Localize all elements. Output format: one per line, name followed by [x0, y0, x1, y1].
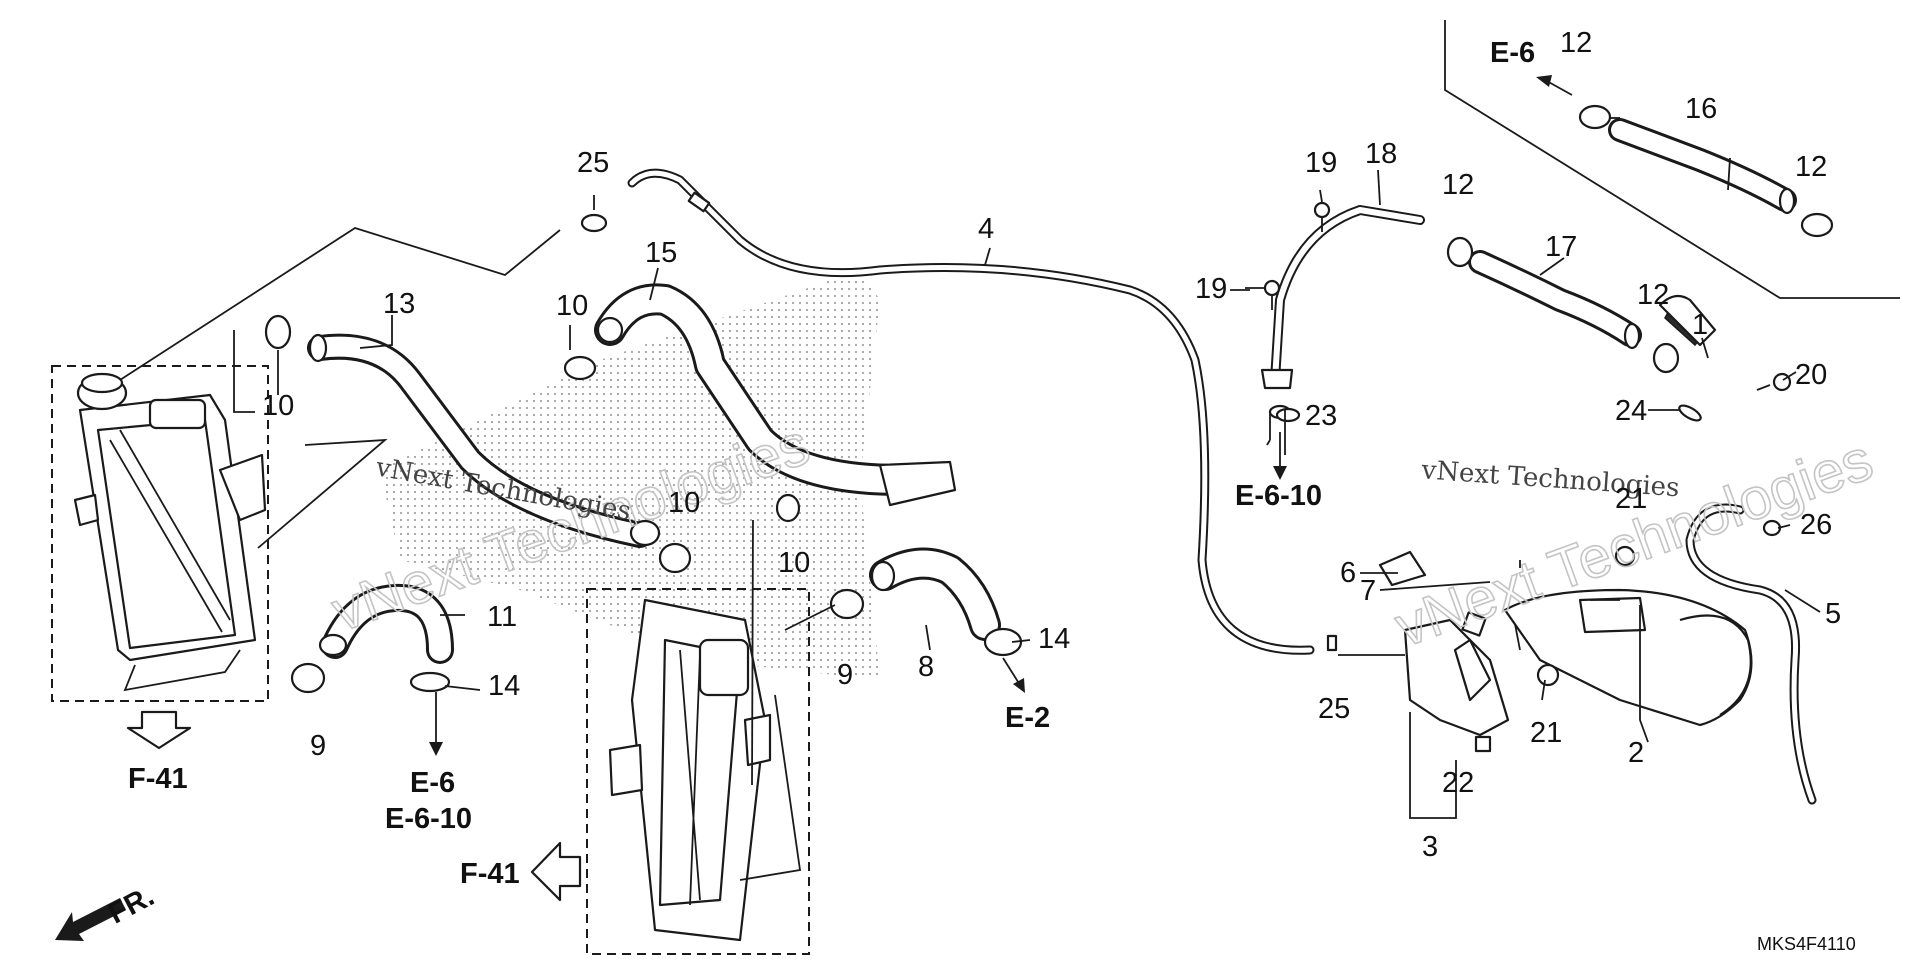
callout-19-a: 19 — [1305, 147, 1337, 179]
callout-11: 11 — [487, 601, 517, 633]
hose-8 — [869, 547, 1001, 641]
reference-codes: E-6 E-6-10 E-2 E-6 E-6-10 F-41 F-41 — [128, 37, 1535, 890]
callout-9-left: 9 — [310, 730, 326, 762]
callout-25-top: 25 — [577, 147, 609, 179]
callout-15: 15 — [645, 237, 677, 269]
hose-17 — [1468, 250, 1642, 350]
callout-18: 18 — [1365, 138, 1397, 170]
ref-f41-center: F-41 — [460, 858, 520, 890]
bolts — [1263, 201, 1792, 687]
leader-lines — [119, 20, 1900, 819]
stipple-area — [380, 270, 880, 680]
ref-e2: E-2 — [1005, 702, 1050, 734]
callout-3: 3 — [1422, 831, 1438, 863]
callout-17: 17 — [1545, 231, 1577, 263]
callout-23: 23 — [1305, 400, 1337, 432]
hose-5 — [1685, 503, 1817, 805]
hose-13 — [307, 333, 653, 548]
hose-15 — [594, 283, 957, 507]
callout-24: 24 — [1615, 395, 1647, 427]
callout-10-d: 10 — [778, 547, 810, 579]
callout-10-b: 10 — [556, 290, 588, 322]
callout-1: 1 — [1692, 309, 1708, 341]
callout-10-a: 10 — [262, 390, 294, 422]
callout-4: 4 — [978, 213, 994, 245]
callout-13: 13 — [383, 288, 415, 320]
callout-26: 26 — [1800, 509, 1832, 541]
ref-e6-bottom: E-6 — [410, 767, 455, 799]
callout-25-bottom: 25 — [1318, 693, 1350, 725]
callout-19-b: 19 — [1195, 273, 1227, 305]
callout-12-d: 12 — [1637, 279, 1669, 311]
callout-5: 5 — [1825, 598, 1841, 630]
callout-10-c: 10 — [668, 487, 700, 519]
fr-label: FR. — [103, 880, 159, 930]
hose-4-overflow — [627, 168, 1315, 655]
fr-arrow-icon — [55, 898, 126, 941]
callout-numbers: 1 2 3 4 5 6 7 8 9 9 10 10 10 10 11 12 12… — [262, 27, 1841, 863]
callout-12-b: 12 — [1795, 151, 1827, 183]
callout-22: 22 — [1442, 767, 1474, 799]
callout-14-left: 14 — [488, 670, 520, 702]
drawing-code: MKS4F4110 — [1757, 934, 1856, 954]
callout-8: 8 — [918, 651, 934, 683]
callout-2: 2 — [1628, 737, 1644, 769]
hose-16 — [1608, 118, 1797, 215]
ref-e6-10-bottom: E-6-10 — [385, 803, 472, 835]
callout-16: 16 — [1685, 93, 1717, 125]
hose-11 — [318, 583, 454, 664]
callout-20: 20 — [1795, 359, 1827, 391]
callout-9-center: 9 — [837, 659, 853, 691]
callout-6: 6 — [1340, 557, 1356, 589]
callout-12-c: 12 — [1442, 169, 1474, 201]
ref-e6-10-top: E-6-10 — [1235, 480, 1322, 512]
reference-arrows — [429, 75, 1573, 756]
callout-7: 7 — [1360, 575, 1376, 607]
callout-14-right: 14 — [1038, 623, 1070, 655]
callout-21-b: 21 — [1530, 717, 1562, 749]
clamps — [264, 104, 1834, 694]
reservoir-assembly — [1326, 294, 1753, 753]
left-radiator — [51, 365, 269, 702]
callout-21-a: 21 — [1615, 483, 1647, 515]
tube-18 — [1260, 205, 1425, 390]
ref-f41-left: F-41 — [128, 763, 188, 795]
ref-e6-top: E-6 — [1490, 37, 1535, 69]
callout-12-a: 12 — [1560, 27, 1592, 59]
center-radiator — [586, 588, 810, 955]
f41-down-arrow — [126, 710, 192, 750]
f41-left-arrow — [530, 841, 582, 902]
